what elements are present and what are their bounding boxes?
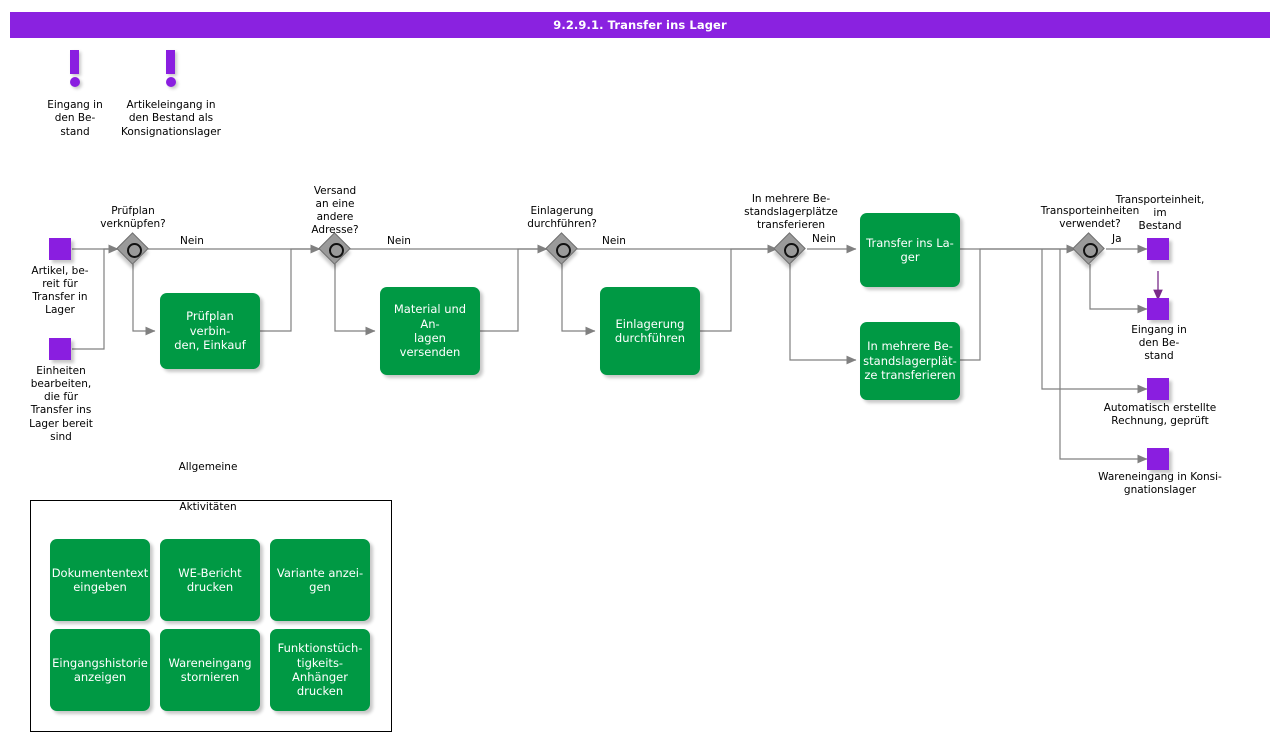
event-wareneingang-konsignationslager[interactable] [1147, 448, 1169, 470]
start-event-label-eingang-in-den-bestand: Eingang in den Be- stand [47, 99, 103, 138]
group-box-allgemeine-aktivitaeten [30, 500, 392, 732]
gateway-label-versand-andere-adresse: Versand an eine andere Adresse? [311, 185, 359, 237]
task-wareneingang-stornieren[interactable]: Wareneingang stornieren [160, 629, 260, 711]
event-eingang-in-den-bestand-out[interactable] [1147, 298, 1169, 320]
gateway-circle-icon [555, 242, 571, 258]
event-einheiten-bearbeiten[interactable] [49, 338, 71, 360]
start-event-artikeleingang-konsignationslager[interactable] [162, 50, 180, 90]
edge-label-pruefplan-nein: Nein [180, 235, 204, 247]
event-transporteinheit-im-bestand[interactable] [1147, 238, 1169, 260]
gateway-label-pruefplan-verknuepfen: Prüfplan verknüpfen? [100, 205, 166, 231]
page-title: 9.2.9.1. Transfer ins Lager [553, 18, 727, 32]
gateway-circle-icon [126, 242, 142, 258]
gateway-label-in-mehrere-bestandslagerplaetze: In mehrere Be- standslagerplätze transfe… [744, 193, 838, 232]
task-variante-anzeigen[interactable]: Variante anzei- gen [270, 539, 370, 621]
gateway-label-transporteinheiten-verwendet: Transporteinheiten verwendet? [1040, 205, 1140, 231]
edge-label-in-mehrere-nein: Nein [812, 233, 836, 245]
start-event-label-artikeleingang-konsignationslager: Artikeleingang in den Bestand als Konsig… [121, 99, 221, 138]
task-transfer-ins-lager[interactable]: Transfer ins La- ger [860, 213, 960, 287]
event-label-transporteinheit-im-bestand: Transporteinheit, im Bestand [1115, 194, 1205, 233]
task-pruefplan-verbinden-einkauf[interactable]: Prüfplan verbin- den, Einkauf [160, 293, 260, 369]
title-bar: 9.2.9.1. Transfer ins Lager [10, 12, 1270, 38]
exclamation-bar-icon [70, 50, 79, 74]
task-dokumententext-eingeben[interactable]: Dokumententext eingeben [50, 539, 150, 621]
event-label-einheiten-bearbeiten: Einheiten bearbeiten, die für Transfer i… [29, 365, 93, 443]
edge-label-einlagerung-nein: Nein [602, 235, 626, 247]
event-automatisch-erstellte-rechnung[interactable] [1147, 378, 1169, 400]
event-label-artikel-bereit: Artikel, be- reit für Transfer in Lager [31, 265, 89, 317]
task-einlagerung-durchfuehren[interactable]: Einlagerung durchführen [600, 287, 700, 375]
gateway-circle-icon [328, 242, 344, 258]
event-label-eingang-in-den-bestand-out: Eingang in den Be- stand [1131, 324, 1187, 363]
event-label-automatisch-erstellte-rechnung: Automatisch erstellte Rechnung, geprüft [1103, 402, 1217, 428]
edge-label-transporteinheiten-ja: Ja [1112, 233, 1122, 245]
gateway-pruefplan-verknuepfen[interactable] [116, 232, 149, 265]
task-we-bericht-drucken[interactable]: WE-Bericht drucken [160, 539, 260, 621]
exclamation-dot-icon [165, 77, 176, 87]
exclamation-bar-icon [166, 50, 175, 74]
task-material-anlagen-versenden[interactable]: Material und An- lagen versenden [380, 287, 480, 375]
gateway-circle-icon [783, 242, 799, 258]
gateway-versand-andere-adresse[interactable] [318, 232, 351, 265]
start-event-eingang-in-den-bestand[interactable] [66, 50, 84, 90]
edge-label-versand-nein: Nein [387, 235, 411, 247]
event-artikel-bereit[interactable] [49, 238, 71, 260]
event-label-wareneingang-konsignationslager: Wareneingang in Konsi- gnationslager [1098, 471, 1222, 497]
task-eingangshistorie-anzeigen[interactable]: Eingangshistorie anzeigen [50, 629, 150, 711]
task-funktionstuechtigkeits-anhaenger-drucken[interactable]: Funktionstüch- tigkeits- Anhänger drucke… [270, 629, 370, 711]
gateway-einlagerung-durchfuehren[interactable] [545, 232, 578, 265]
task-in-mehrere-bestandslagerplaetze-transferieren[interactable]: In mehrere Be- standslagerplät- ze trans… [860, 322, 960, 400]
exclamation-dot-icon [69, 77, 80, 87]
gateway-label-einlagerung-durchfuehren: Einlagerung durchführen? [527, 205, 597, 231]
gateway-in-mehrere-bestandslagerplaetze[interactable] [773, 232, 806, 265]
gateway-transporteinheiten-verwendet[interactable] [1072, 232, 1105, 265]
gateway-circle-icon [1082, 242, 1098, 258]
group-title-allgemeine-aktivitaeten: Allgemeine Aktivitäten [178, 461, 238, 513]
